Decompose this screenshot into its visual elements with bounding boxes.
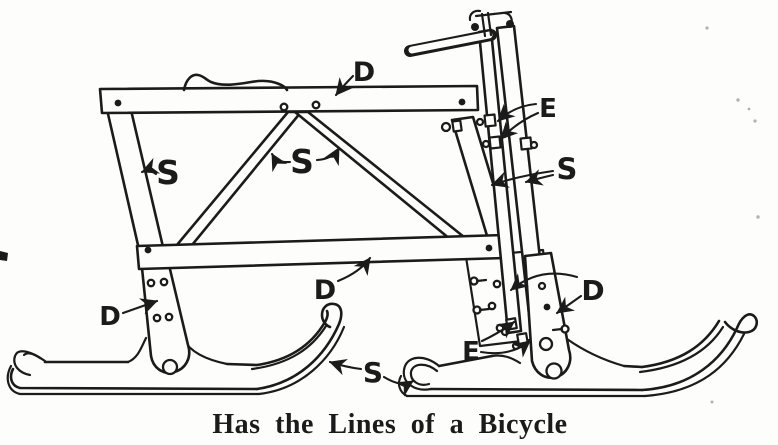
figure-caption: Has the Lines of a Bicycle xyxy=(212,409,567,440)
front-runner xyxy=(397,313,759,398)
steering-head xyxy=(468,9,514,38)
arrow-e-upper-2 xyxy=(499,111,540,141)
arrow-e-upper-1 xyxy=(496,102,538,123)
label-d-lower-rail: D xyxy=(314,275,336,306)
arrow-d-lower-rail xyxy=(336,256,372,283)
arrow-d-rear-post xyxy=(121,298,159,315)
arrow-e-lower-2 xyxy=(479,339,532,358)
label-e-lower: E xyxy=(462,337,480,367)
arrow-s-brace-right xyxy=(315,146,341,167)
arrow-s-column-2 xyxy=(524,169,555,186)
front-post xyxy=(523,251,572,379)
label-e-upper: E xyxy=(539,94,557,124)
arrow-d-front-2 xyxy=(509,272,579,292)
arrow-s-runner-left xyxy=(328,359,363,376)
label-s-runner: S xyxy=(363,356,383,389)
right-diagonal-brace xyxy=(293,110,466,241)
arrow-d-top-rail xyxy=(334,74,355,97)
arrow-d-front-1 xyxy=(555,294,583,315)
label-arrows xyxy=(121,74,583,397)
label-d-rear-post: D xyxy=(99,302,121,332)
top-rail xyxy=(98,84,480,115)
front-post-hole xyxy=(538,336,554,352)
label-s-column: S xyxy=(557,152,578,186)
seat-pad xyxy=(182,73,289,92)
label-s-left-post: S xyxy=(156,153,180,192)
arrow-e-lower-1 xyxy=(480,320,516,343)
label-d-top-rail: D xyxy=(353,57,375,88)
label-d-front-post: D xyxy=(581,274,604,307)
arrow-s-left-post xyxy=(140,157,161,176)
arrow-s-column-1 xyxy=(490,169,555,188)
rear-post-hole xyxy=(161,358,179,376)
front-post-hole xyxy=(545,362,563,380)
label-s-center: S xyxy=(290,142,314,181)
arrow-s-brace-left xyxy=(270,152,292,173)
scan-noise xyxy=(0,26,760,404)
arrow-s-runner-right xyxy=(382,375,415,397)
ink-blot xyxy=(0,251,8,261)
handlebar xyxy=(404,29,497,57)
part-labels: D S S E S D E D D S xyxy=(99,57,604,389)
